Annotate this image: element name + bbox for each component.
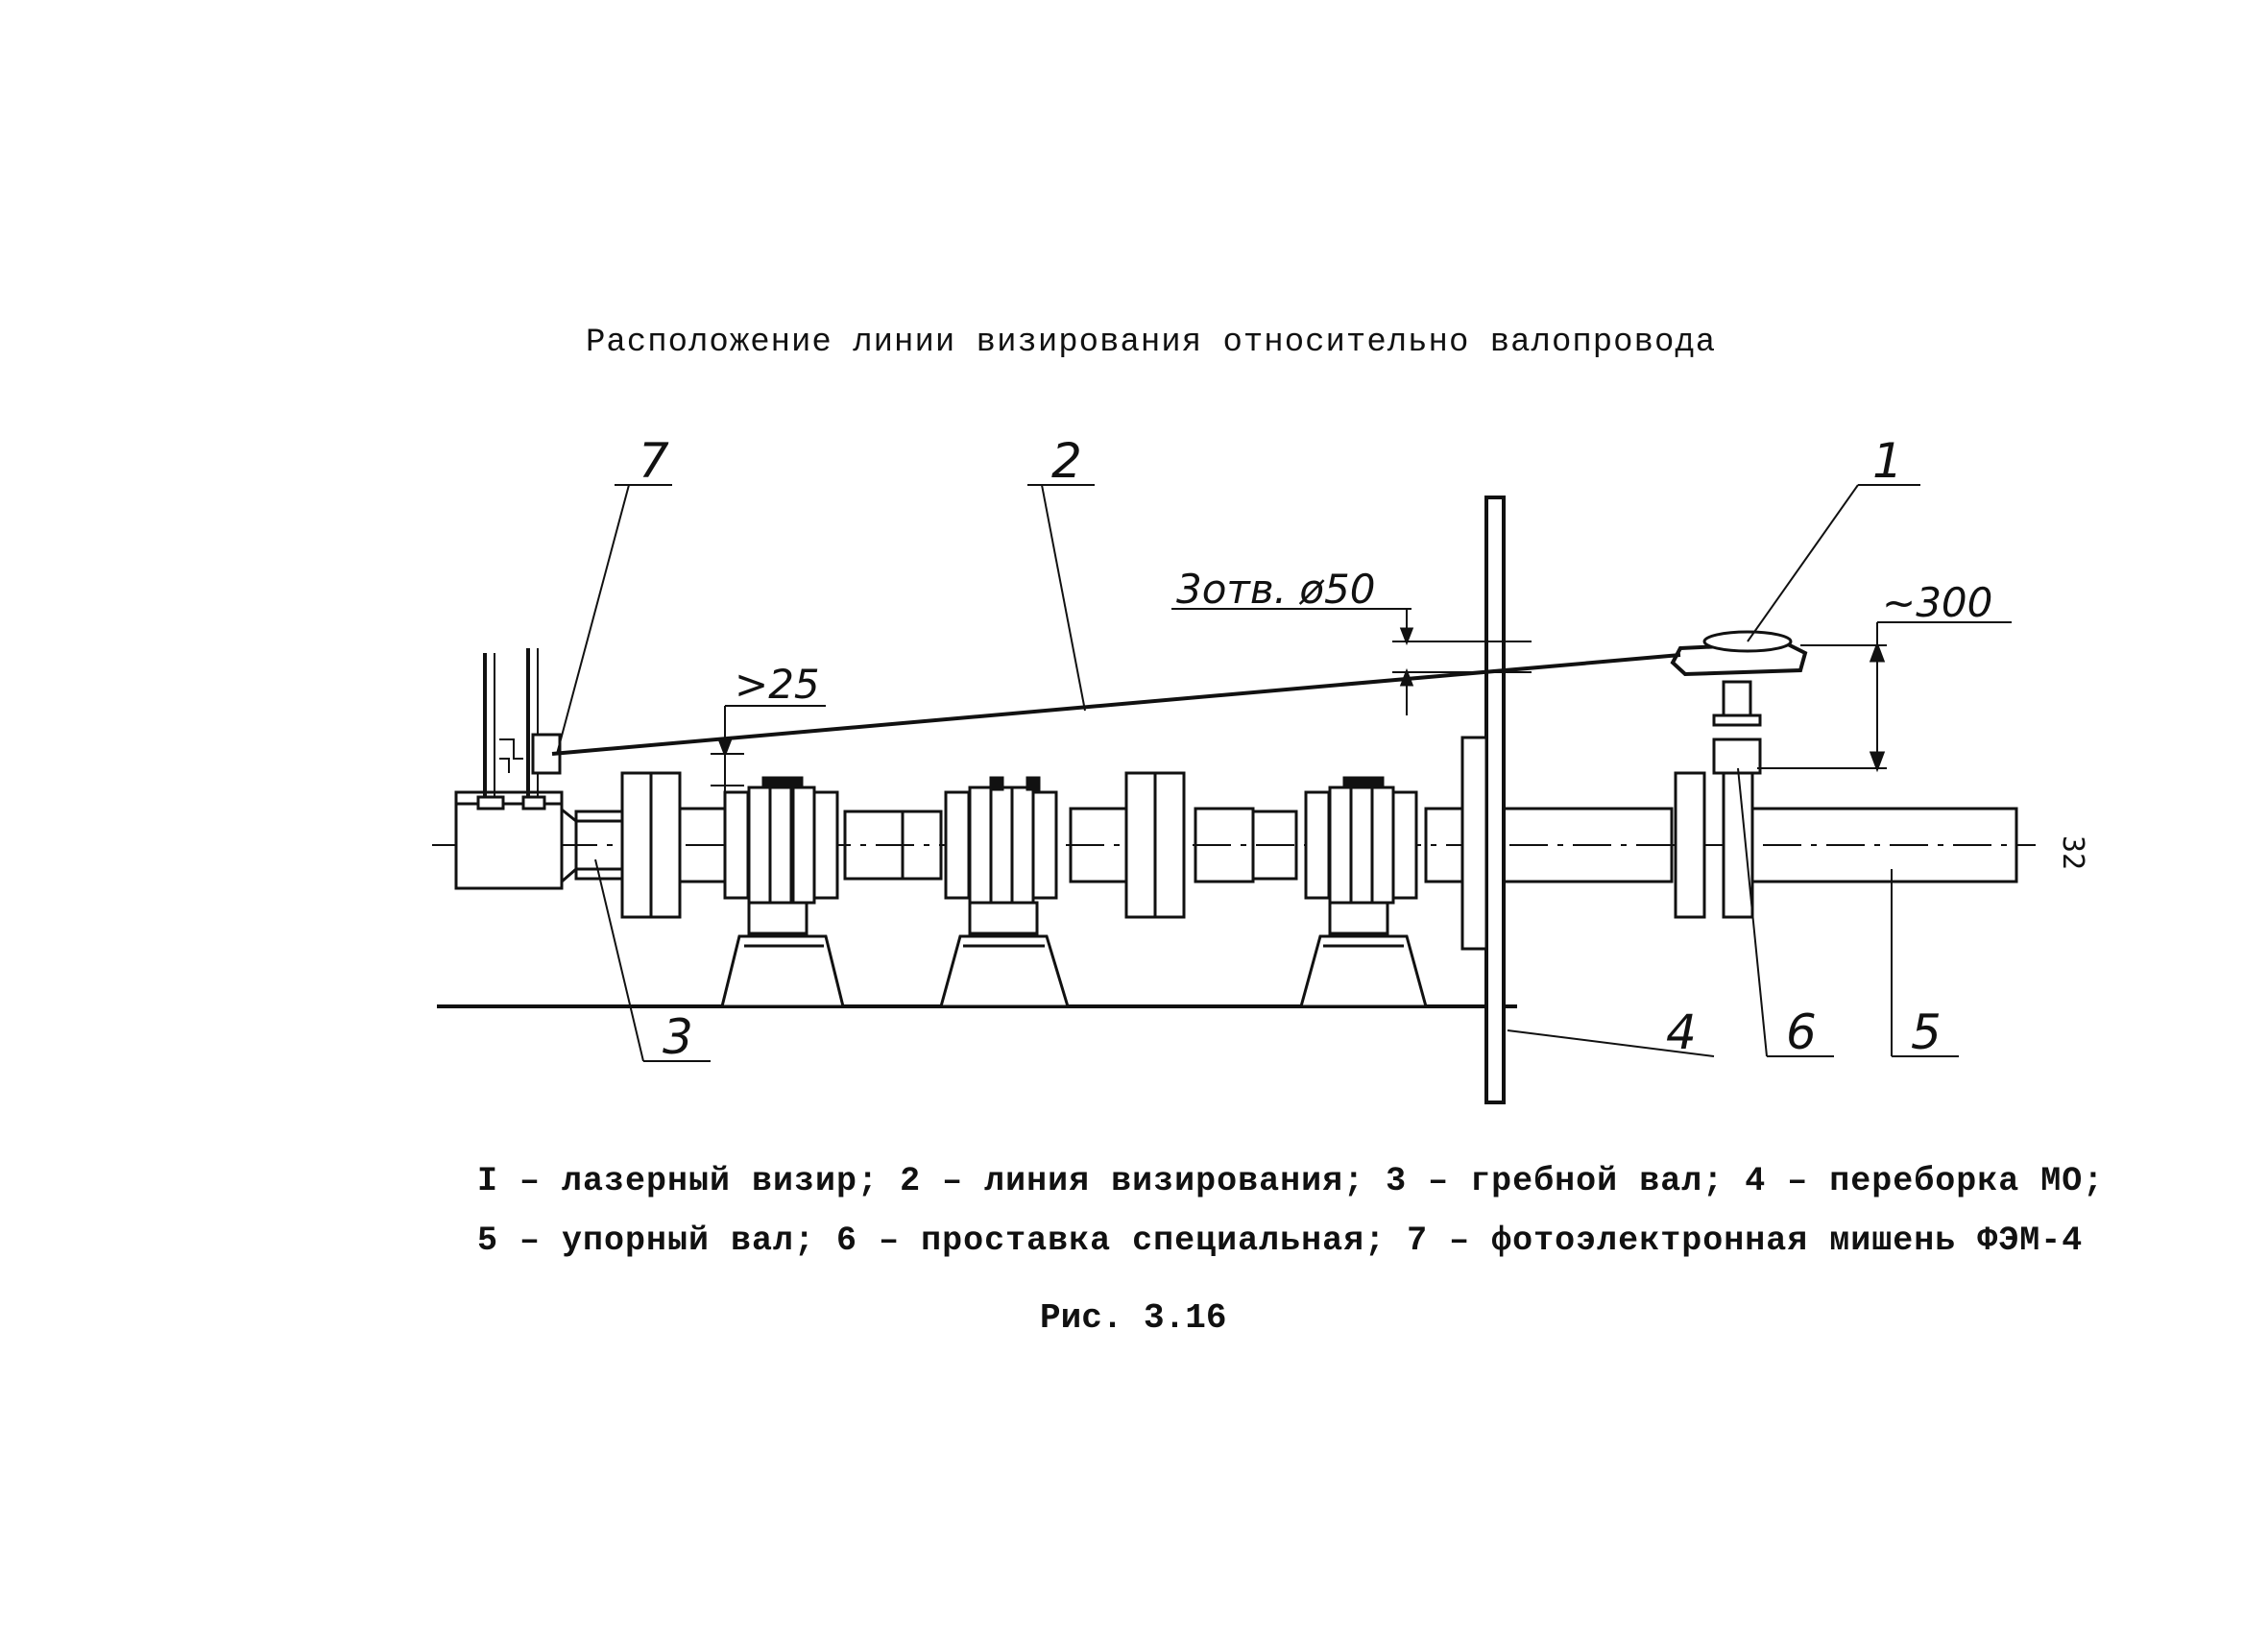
bearing-1 — [720, 776, 845, 1008]
bulkhead-mo — [1460, 496, 1506, 1104]
callout-2: 2 — [1051, 433, 1082, 489]
offset-dimension-label: ~300 — [1882, 579, 1992, 626]
figure-title: Расположение линии визирования относител… — [586, 325, 1717, 361]
gap-dimension — [711, 705, 826, 797]
sighting-line — [551, 653, 1681, 756]
holes-dimension-label: 3отв. ø50 — [1176, 566, 1375, 613]
legend-line-1: I – лазерный визир; 2 – линия визировани… — [477, 1162, 2105, 1200]
offset-dimension — [1757, 621, 2012, 773]
target-fem4 — [476, 648, 562, 810]
thrust-shaft — [1502, 771, 2018, 919]
callout-3: 3 — [663, 1009, 693, 1065]
bearing-2 — [939, 776, 1071, 1008]
bearing-3 — [1299, 776, 1428, 1008]
flange-coupling-2 — [1124, 771, 1186, 919]
callout-leaders — [556, 484, 1959, 1062]
holes-dimension — [1171, 608, 1532, 715]
callout-5: 5 — [1911, 1004, 1942, 1060]
figure-caption: Рис. 3.16 — [1040, 1298, 1227, 1338]
special-spacer — [1712, 680, 1762, 775]
flange-coupling-1 — [620, 771, 682, 919]
callout-7: 7 — [639, 433, 669, 489]
legend-line-2: 5 – упорный вал; 6 – проставка специальн… — [477, 1222, 2084, 1260]
callout-4: 4 — [1666, 1004, 1697, 1060]
callout-6: 6 — [1786, 1004, 1817, 1060]
callout-1: 1 — [1872, 433, 1903, 489]
page-number: 32 — [2056, 835, 2089, 871]
laser-sighter — [1670, 630, 1808, 677]
gap-dimension-label: >25 — [735, 661, 820, 708]
